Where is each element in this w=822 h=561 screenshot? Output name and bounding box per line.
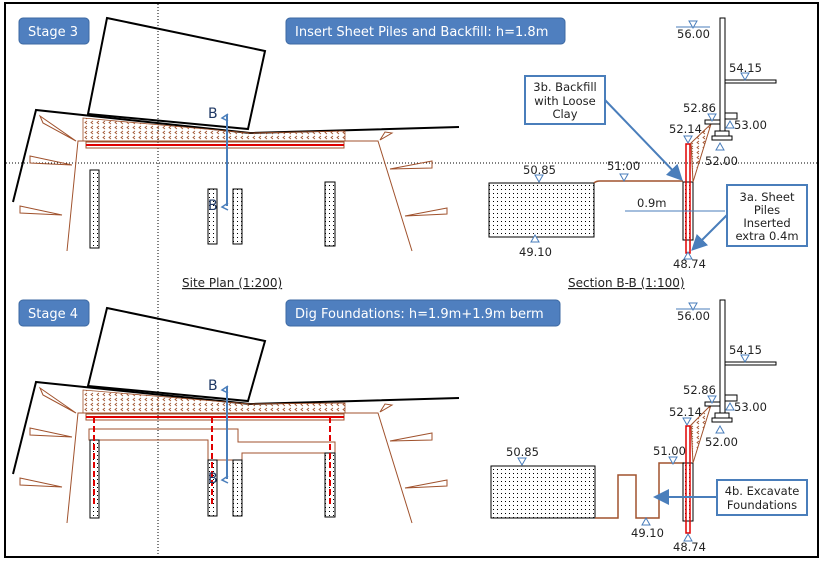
svg-text:Inserted: Inserted [743, 216, 790, 230]
site-plan: B B Site Plan (1:200) [12, 16, 460, 290]
section-b-b-stage-4: 56.00 54.15 52.86 52.14 53.00 52.00 50.8… [490, 299, 808, 554]
section-marker-top: B [208, 378, 218, 394]
excavation-profile [595, 462, 684, 519]
stage-3: Stage 3 Insert Sheet Piles and Backfill:… [12, 16, 808, 290]
level-49-10: 49.10 [519, 245, 552, 259]
foundation-excavation-outline [88, 428, 336, 461]
svg-text:3b. Backfill: 3b. Backfill [533, 80, 596, 94]
level-52-14: 52.14 [669, 122, 702, 136]
stage-4-label: Stage 4 [28, 307, 78, 322]
level-49-10: 49.10 [631, 526, 664, 540]
section-b-b: 56.00 54.15 52.86 52.14 53.00 52.00 50.8… [488, 17, 808, 290]
stage-4-badge: Stage 4 [18, 299, 90, 327]
svg-text:4b. Excavate: 4b. Excavate [725, 484, 800, 498]
site-plan-caption: Site Plan (1:200) [182, 276, 282, 290]
level-51-00: 51:00 [607, 159, 640, 173]
section-caption: Section B-B (1:100) [568, 276, 685, 290]
level-51-00: 51.00 [653, 444, 686, 458]
building-outline [86, 16, 267, 131]
existing-foundations [89, 169, 336, 249]
callout-3b: 3b. Backfill with Loose Clay [524, 75, 683, 181]
level-52-86: 52.86 [683, 383, 716, 397]
section-marker-top: B [208, 106, 218, 122]
level-53-00: 53.00 [734, 400, 767, 414]
level-52-00: 52.00 [705, 435, 738, 449]
level-48-74: 48.74 [673, 540, 706, 554]
svg-text:Foundations: Foundations [727, 498, 797, 512]
road-edge [12, 108, 460, 203]
floor-slab [724, 79, 777, 84]
ground-line [593, 180, 683, 184]
callout-3a: 3a. Sheet Piles Inserted extra 0.4m [691, 184, 808, 251]
svg-text:extra 0.4m: extra 0.4m [735, 229, 798, 243]
svg-text:Clay: Clay [552, 107, 577, 121]
svg-text:3a. Sheet: 3a. Sheet [740, 190, 795, 204]
section-marker-bottom: B [208, 198, 218, 214]
dimension-label: 0.9m [637, 196, 667, 210]
site-plan-stage-4: B B [12, 306, 460, 524]
stage-4: Stage 4 Dig Foundations: h=1.9m+1.9m ber… [12, 299, 808, 554]
backfill-area [82, 117, 346, 142]
frame [4, 2, 819, 558]
slope-wedges [19, 114, 448, 217]
level-53-00: 53.00 [734, 118, 767, 132]
level-56-00: 56.00 [677, 27, 710, 41]
level-54-15: 54.15 [729, 61, 762, 75]
level-48-74: 48.74 [673, 257, 706, 271]
stage-4-title: Dig Foundations: h=1.9m+1.9m berm [295, 307, 544, 322]
level-52-86: 52.86 [683, 101, 716, 115]
svg-text:Piles: Piles [754, 203, 780, 217]
stage-3-label: Stage 3 [28, 25, 78, 40]
level-52-14: 52.14 [669, 405, 702, 419]
backfill-wedge [690, 122, 713, 183]
stage-3-badge: Stage 3 [18, 17, 90, 45]
level-54-15: 54.15 [729, 343, 762, 357]
level-50-85: 50.85 [523, 163, 556, 177]
stage-3-title-badge: Insert Sheet Piles and Backfill: h=1.8m [285, 17, 566, 45]
svg-text:with Loose: with Loose [534, 94, 595, 108]
existing-footing [488, 182, 595, 238]
sheet-pile-dashed [93, 417, 331, 504]
stage-4-title-badge: Dig Foundations: h=1.9m+1.9m berm [285, 299, 561, 327]
level-52-00: 52.00 [705, 154, 738, 168]
callout-4b: 4b. Excavate Foundations [653, 479, 808, 516]
level-56-00: 56.00 [677, 309, 710, 323]
level-50-85: 50.85 [506, 445, 539, 459]
building-column [719, 17, 726, 141]
section-marker-bottom: B [208, 471, 218, 487]
stage-3-title: Insert Sheet Piles and Backfill: h=1.8m [295, 25, 548, 40]
